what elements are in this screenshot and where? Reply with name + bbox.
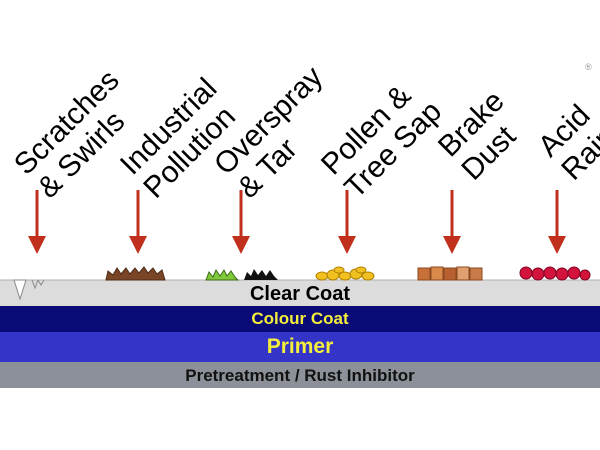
pretreatment-label: Pretreatment / Rust Inhibitor <box>185 366 415 385</box>
colour-coat-layer <box>0 306 600 332</box>
brake-dust-icon <box>417 266 483 281</box>
clear-coat-layer <box>0 280 600 306</box>
primer-label: Primer <box>266 335 334 358</box>
primer-layer <box>0 332 600 362</box>
pretreatment-layer <box>0 362 600 388</box>
pollen-icon <box>315 266 375 281</box>
pollution-icon <box>105 266 166 281</box>
acid-rain-icon <box>519 266 591 281</box>
tar-icon <box>244 269 278 280</box>
arrows <box>28 190 566 254</box>
colour-coat-label: Colour Coat <box>251 309 349 328</box>
registered-mark-icon: ® <box>585 62 592 72</box>
overspray-icon <box>205 268 240 281</box>
swirl-icon <box>31 279 45 290</box>
clear-coat-label: Clear Coat <box>249 283 351 305</box>
scratch-icon <box>13 279 27 301</box>
